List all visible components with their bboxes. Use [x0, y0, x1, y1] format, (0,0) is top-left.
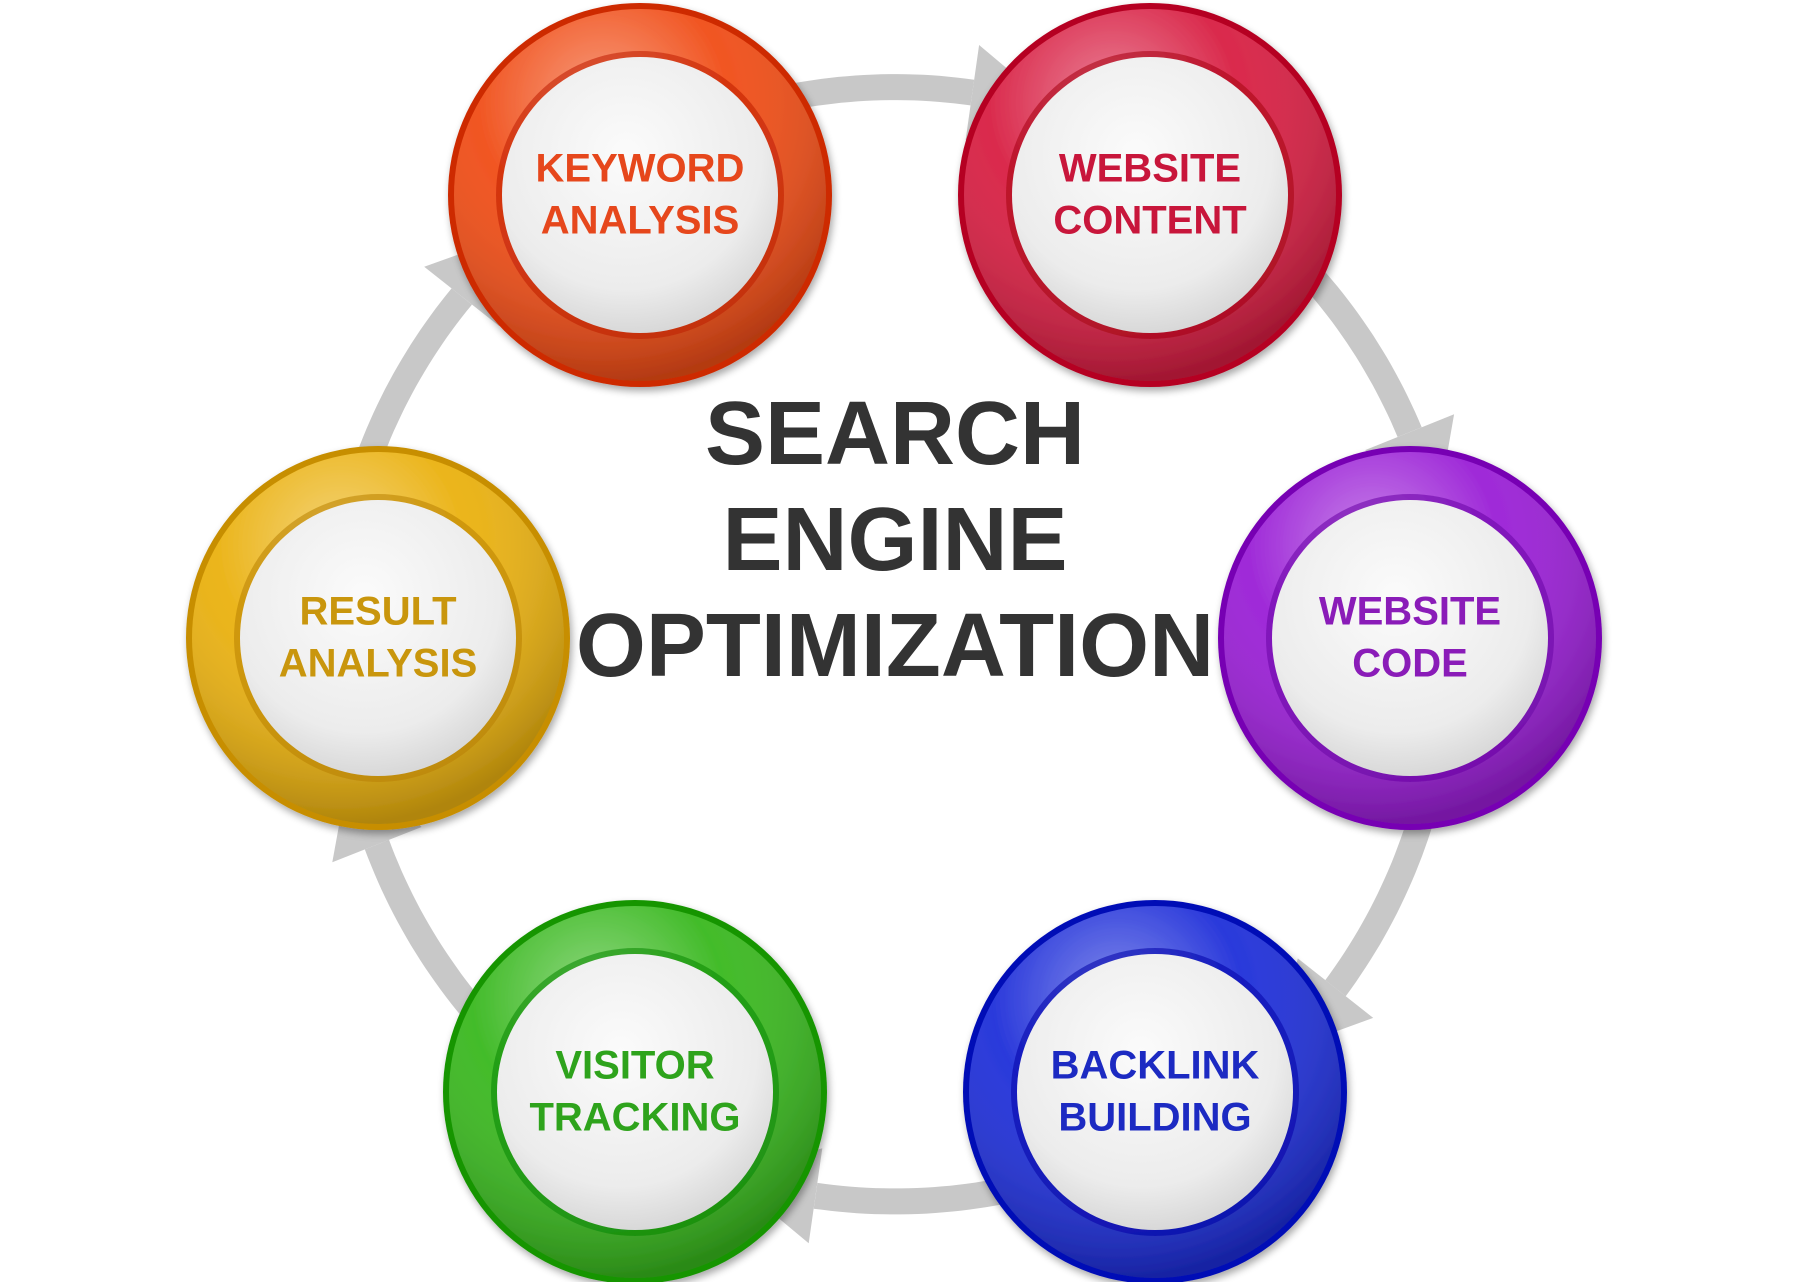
center-title: SEARCH ENGINE OPTIMIZATION — [576, 384, 1214, 696]
arrow-band — [771, 74, 975, 114]
title-line: SEARCH — [705, 384, 1085, 484]
node-face — [1012, 57, 1288, 333]
node-label: BUILDING — [1058, 1096, 1251, 1140]
node-face — [1017, 954, 1293, 1230]
arrow-band — [364, 839, 494, 1032]
node-label: WEBSITE — [1319, 590, 1501, 634]
node-face — [1272, 500, 1548, 776]
node-label: ANALYSIS — [279, 642, 478, 686]
arrow-band — [1289, 254, 1422, 437]
arrow-band — [1325, 798, 1439, 997]
node-label: WEBSITE — [1059, 147, 1241, 191]
node-label: KEYWORD — [536, 147, 745, 191]
node-website-code: WEBSITE CODE — [1218, 446, 1602, 830]
node-backlink-building: BACKLINK BUILDING — [963, 900, 1347, 1282]
title-line: ENGINE — [722, 490, 1067, 590]
node-result-analysis: RESULT ANALYSIS — [186, 446, 570, 830]
node-face — [240, 500, 516, 776]
node-label: RESULT — [299, 590, 456, 634]
node-keyword-analysis: KEYWORD ANALYSIS — [448, 3, 832, 387]
node-label: CONTENT — [1053, 199, 1246, 243]
node-face — [502, 57, 778, 333]
node-label: ANALYSIS — [541, 199, 740, 243]
node-label: TRACKING — [529, 1096, 740, 1140]
node-visitor-tracking: VISITOR TRACKING — [443, 900, 827, 1282]
node-label: CODE — [1352, 642, 1468, 686]
arrow-band — [351, 288, 472, 478]
node-label: VISITOR — [555, 1044, 714, 1088]
node-face — [497, 954, 773, 1230]
cycle-nodes: KEYWORD ANALYSIS WEBSITE CONTENT WEBSITE CODE… — [186, 3, 1602, 1282]
arrow-band — [813, 1175, 1022, 1215]
node-label: BACKLINK — [1051, 1044, 1260, 1088]
title-line: OPTIMIZATION — [576, 596, 1214, 696]
node-website-content: WEBSITE CONTENT — [958, 3, 1342, 387]
